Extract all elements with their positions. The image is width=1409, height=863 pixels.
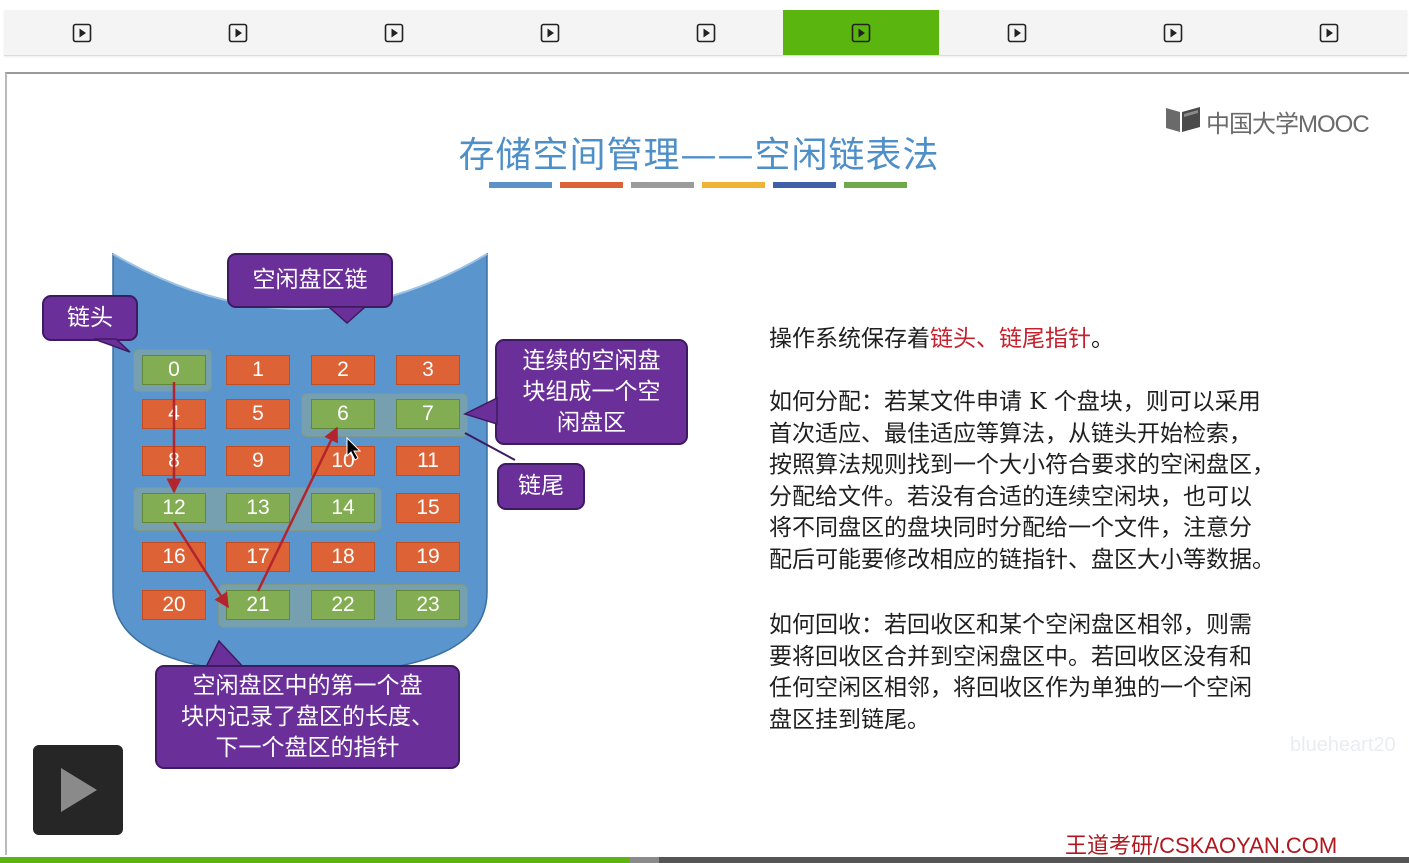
tab-9[interactable]	[1251, 10, 1407, 55]
mooc-logo: 中国大学MOOC	[1164, 104, 1370, 138]
block-21: 21	[226, 590, 290, 620]
block-22: 22	[311, 590, 375, 620]
mooc-book-icon	[1164, 104, 1202, 138]
logo-text: 中国大学MOOC	[1206, 110, 1370, 138]
slide-title: 存储空间管理——空闲链表法	[458, 135, 940, 176]
tab-1[interactable]	[4, 10, 160, 55]
block-13: 13	[226, 493, 290, 523]
block-11: 11	[396, 446, 460, 476]
progress-played	[0, 857, 630, 863]
tab-7[interactable]	[939, 10, 1095, 55]
tail-connector-line	[464, 432, 516, 461]
block-6: 6	[311, 399, 375, 429]
chain-arrow-21-to-6	[256, 426, 339, 592]
reclamation-line-1: 要将回收区合并到空闲盘区中。若回收区没有和	[769, 643, 1252, 670]
paragraph-pointers: 操作系统保存着链头、链尾指针。	[769, 326, 1114, 352]
title-bar-1	[560, 182, 623, 188]
callout-contiguous-blocks: 连续的空闲盘 块组成一个空 闲盘区	[495, 339, 688, 445]
block-15: 15	[396, 493, 460, 523]
callout-tail	[327, 306, 367, 325]
video-play-icon	[1319, 23, 1339, 43]
video-play-icon	[384, 23, 404, 43]
tab-bar	[4, 10, 1407, 56]
allocation-line-0: 如何分配：若某文件申请 K 个盘块，则可以采用	[769, 389, 1261, 415]
tab-4[interactable]	[472, 10, 628, 55]
callout-chain-head-text: 链头	[67, 304, 113, 331]
callout-contiguous-blocks-text: 连续的空闲盘 块组成一个空 闲盘区	[522, 347, 661, 436]
block-23: 23	[396, 590, 460, 620]
block-0: 0	[142, 355, 206, 385]
mouse-cursor-icon	[346, 436, 362, 461]
chain-arrow-12-to-21	[172, 521, 230, 609]
chain-arrows	[166, 382, 339, 609]
tab-3[interactable]	[316, 10, 472, 55]
allocation-line-2: 按照算法规则找到一个大小符合要求的空闲盘区，	[769, 452, 1275, 478]
block-5: 5	[226, 399, 290, 429]
free-extent-chain-diagram: 01234567891011121314151617181920212223 空…	[7, 74, 707, 855]
allocation-line-1: 首次适应、最佳适应等算法，从链头开始检索，	[769, 420, 1252, 447]
watermark: blueheart20	[1290, 734, 1396, 756]
play-icon	[61, 768, 97, 812]
progress-bar[interactable]	[0, 857, 1409, 863]
block-18: 18	[311, 542, 375, 572]
reclamation-line-2: 任何空闲区相邻，将回收区作为单独的一个空闲	[769, 675, 1252, 701]
slide: 存储空间管理——空闲链表法 中国大学MOOC 01234567891011121…	[5, 72, 1409, 855]
block-3: 3	[396, 355, 460, 385]
reclamation-line-0: 如何回收：若回收区和某个空闲盘区相邻，则需	[769, 612, 1252, 638]
tab-5[interactable]	[628, 10, 784, 55]
title-bar-4	[773, 182, 836, 188]
footer-brand: 王道考研/CSKAOYAN.COM	[1065, 833, 1338, 855]
play-button[interactable]	[33, 745, 123, 835]
callout-tail	[463, 396, 498, 426]
video-play-icon	[851, 23, 871, 43]
block-14: 14	[311, 493, 375, 523]
title-bar-3	[702, 182, 765, 188]
callout-tail	[93, 338, 131, 353]
callout-chain-tail-text: 链尾	[518, 473, 564, 499]
video-play-icon	[540, 23, 560, 43]
callout-first-block-info: 空闲盘区中的第一个盘 块内记录了盘区的长度、 下一个盘区的指针	[155, 665, 460, 769]
block-19: 19	[396, 542, 460, 572]
callout-chain-tail: 链尾	[497, 463, 585, 510]
title-bar-5	[844, 182, 907, 188]
video-play-icon	[1163, 23, 1183, 43]
block-9: 9	[226, 446, 290, 476]
callout-free-extent-chain: 空闲盘区链	[227, 253, 393, 308]
block-7: 7	[396, 399, 460, 429]
tab-6[interactable]	[783, 10, 940, 55]
progress-buffered	[629, 857, 660, 863]
tab-2[interactable]	[160, 10, 316, 55]
block-2: 2	[311, 355, 375, 385]
tab-8[interactable]	[1095, 10, 1251, 55]
video-play-icon	[696, 23, 716, 43]
cylinder-rim	[112, 253, 488, 310]
allocation-line-5: 配后可能要修改相应的链指针、盘区大小等数据。	[769, 546, 1275, 573]
allocation-line-3: 分配给文件。若没有合适的连续空闲块，也可以	[769, 483, 1252, 510]
block-20: 20	[142, 590, 206, 620]
callout-free-extent-chain-text: 空闲盘区链	[252, 267, 368, 293]
title-bar-0	[489, 182, 552, 188]
title-bar-2	[631, 182, 694, 188]
disk-cylinder	[112, 252, 488, 675]
video-play-icon	[1007, 23, 1027, 43]
paragraph-reclamation: 如何回收：若回收区和某个空闲盘区相邻，则需要将回收区合并到空闲盘区中。若回收区没…	[769, 610, 1359, 736]
video-play-icon	[228, 23, 248, 43]
callout-first-block-info-text: 空闲盘区中的第一个盘 块内记录了盘区的长度、 下一个盘区的指针	[181, 672, 434, 761]
reclamation-line-3: 盘区挂到链尾。	[769, 706, 930, 733]
block-17: 17	[226, 542, 290, 572]
paragraph-allocation: 如何分配：若某文件申请 K 个盘块，则可以采用首次适应、最佳适应等算法，从链头开…	[769, 387, 1359, 576]
highlight-head-tail-pointers: 链头、链尾指针	[930, 326, 1091, 352]
allocation-line-4: 将不同盘区的盘块同时分配给一个文件，注意分	[769, 515, 1252, 541]
callout-chain-head: 链头	[42, 295, 138, 341]
video-play-icon	[72, 23, 92, 43]
block-1: 1	[226, 355, 290, 385]
